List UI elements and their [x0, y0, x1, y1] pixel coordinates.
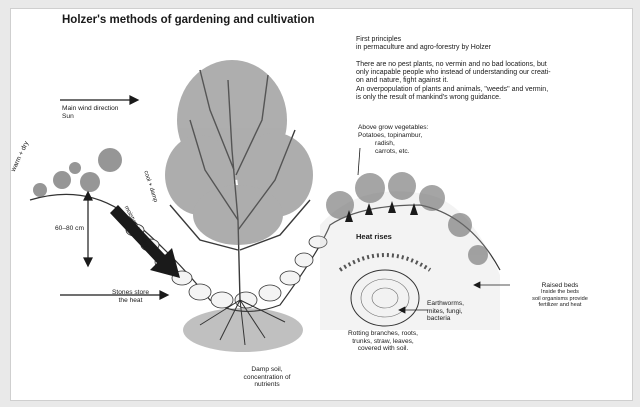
depth-label: 60–80 cm	[55, 225, 84, 232]
buried-log-section	[350, 269, 420, 327]
raised-beds-title: Raised beds	[541, 281, 579, 289]
damp-soil-label: Damp soil, concentration of nutrients	[243, 366, 291, 389]
tree-foliage	[165, 60, 313, 245]
diagram-title: Holzer's methods of gardening and cultiv…	[62, 14, 315, 26]
heat-arrows	[345, 201, 418, 222]
vegetable-list-label: radish, carrots, etc.	[375, 140, 410, 155]
wind-arrow	[60, 95, 140, 105]
pointer-lines	[357, 147, 510, 314]
illustration-panel	[10, 8, 633, 401]
rotting-material-label: Rotting branches, roots, trunks, straw, …	[347, 330, 418, 353]
above-grow-label: Above grow vegetables: Potatoes, topinam…	[358, 124, 429, 139]
heat-rises-label: Heat rises	[356, 232, 392, 241]
wind-label: Main wind direction Sun	[62, 105, 119, 120]
raised-bed	[320, 191, 500, 330]
moisture-arrow	[110, 205, 180, 278]
damp-soil-area	[183, 308, 303, 352]
raised-beds-subtext: Inside the beds soil organisms provide f…	[532, 289, 588, 308]
depth-arrow	[83, 190, 93, 268]
stones-label: Stones store the heat	[112, 289, 150, 304]
tree-roots	[199, 299, 286, 346]
slope-shrubs	[33, 148, 122, 197]
stones-arrow	[60, 290, 170, 300]
principles-text: There are no pest plants, no vermin and …	[356, 61, 551, 101]
raised-beds-label: Raised beds Inside the beds soil organis…	[512, 274, 608, 316]
vegetable-plants	[326, 172, 488, 265]
organisms-label: Earthworms, mites, fungi, bacteria	[427, 300, 465, 323]
principles-heading: First principles in permaculture and agr…	[356, 36, 492, 52]
